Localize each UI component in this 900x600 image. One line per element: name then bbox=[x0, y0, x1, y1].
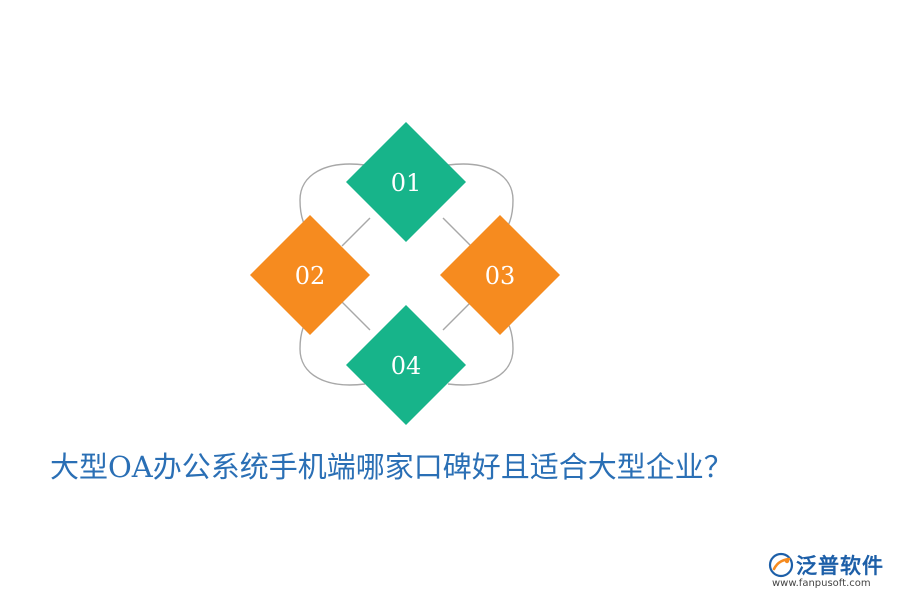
diamond-03-label: 03 bbox=[485, 262, 516, 290]
fanpu-logo-icon bbox=[768, 552, 794, 578]
diamond-03-shape bbox=[440, 215, 560, 335]
connector-inner-bottom-right bbox=[442, 301, 472, 331]
diamond-04: 04 bbox=[346, 305, 466, 425]
diamond-02-shape bbox=[250, 215, 370, 335]
diamond-02-label: 02 bbox=[295, 262, 326, 290]
brand-url[interactable]: www.fanpusoft.com bbox=[772, 578, 871, 589]
connector-inner-top-right bbox=[442, 217, 472, 247]
brand-logo[interactable]: 泛普软件 www.fanpusoft.com bbox=[768, 548, 892, 592]
page-title: 大型OA办公系统手机端哪家口碑好且适合大型企业？ bbox=[50, 450, 733, 484]
brand-name: 泛普软件 bbox=[796, 554, 884, 578]
connector-inner-bottom-left bbox=[341, 301, 371, 331]
diamond-04-shape bbox=[346, 305, 466, 425]
diamond-03: 03 bbox=[440, 215, 560, 335]
diamond-04-label: 04 bbox=[391, 352, 422, 380]
diamond-01-shape bbox=[346, 122, 466, 242]
diamond-01: 01 bbox=[346, 122, 466, 242]
connector-inner-top-left bbox=[341, 217, 371, 247]
diamond-01-label: 01 bbox=[391, 169, 422, 197]
diamond-02: 02 bbox=[250, 215, 370, 335]
